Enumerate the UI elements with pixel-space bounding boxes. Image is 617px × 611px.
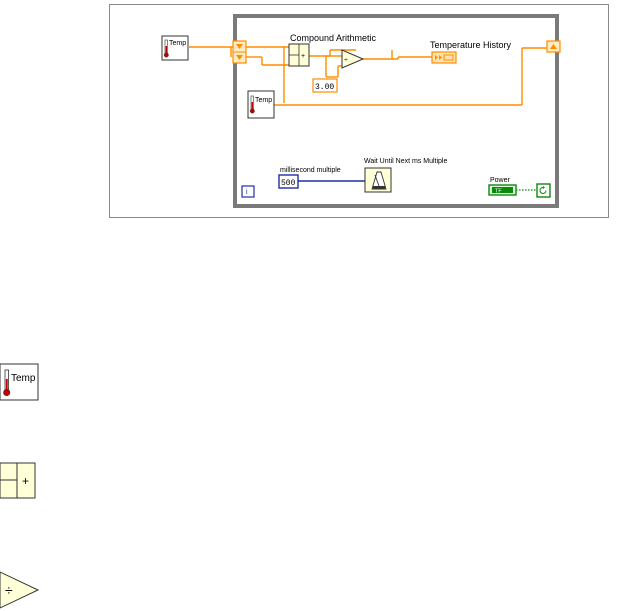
thermometer-icon-inner[interactable]: Temp <box>247 90 275 119</box>
power-label: Power <box>490 177 511 184</box>
millisecond-constant[interactable]: 500 <box>278 174 299 189</box>
wait-label: Wait Until Next ms Multiple <box>364 158 447 165</box>
thermometer-icon-outer[interactable]: Temp <box>161 35 189 61</box>
temperature-history-terminal[interactable] <box>431 51 457 64</box>
compound-plus-symbol: + <box>301 53 305 60</box>
temp-label-inner: Temp <box>255 97 272 104</box>
millisecond-multiple-label: millisecond multiple <box>280 167 341 174</box>
divide-icon-symbol: ÷ <box>5 582 13 598</box>
temp-label-outer: Temp <box>169 40 186 47</box>
divide-symbol: ÷ <box>344 57 348 64</box>
constant-value: 3.00 <box>315 83 334 92</box>
temperature-history-label: Temperature History <box>430 40 512 50</box>
divide-node[interactable]: ÷ <box>341 49 365 69</box>
compound-arithmetic-icon: + <box>0 462 36 499</box>
loop-condition-icon[interactable] <box>536 183 551 198</box>
while-loop-border[interactable] <box>233 14 559 208</box>
orange-wires <box>189 46 547 106</box>
power-terminal[interactable]: TF <box>488 184 517 196</box>
shift-register-right[interactable] <box>546 40 561 53</box>
numeric-constant-3[interactable]: 3.00 <box>312 78 338 93</box>
power-control-text: TF <box>495 189 502 195</box>
compound-arithmetic-label: Compound Arithmetic <box>290 33 377 43</box>
iteration-label: i <box>246 189 248 196</box>
divide-icon: ÷ <box>0 571 40 609</box>
temp-icon-label: Temp <box>11 373 36 384</box>
iteration-terminal[interactable]: i <box>241 185 255 198</box>
compound-arithmetic-node[interactable]: + <box>288 43 310 67</box>
compound-arithmetic-icon-symbol: + <box>22 474 29 488</box>
shift-register-left[interactable] <box>232 40 247 64</box>
block-diagram-frame <box>109 4 609 218</box>
thermometer-icon-large: Temp <box>0 363 39 401</box>
metronome-icon[interactable] <box>364 167 392 193</box>
millisecond-value: 500 <box>281 179 296 188</box>
